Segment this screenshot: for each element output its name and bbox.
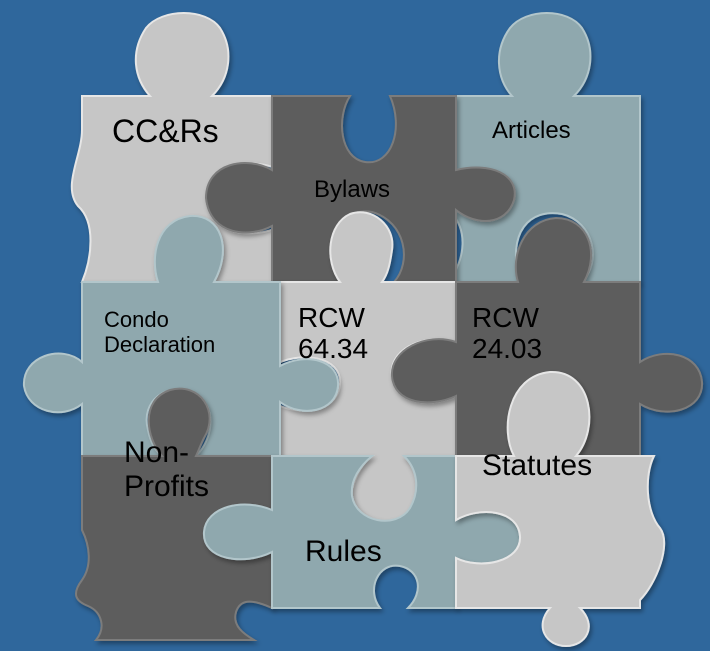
label-condo-declaration: Condo Declaration <box>104 307 216 357</box>
label-non-profits-line2: Profits <box>124 469 210 503</box>
label-rcw-6434-line1: RCW <box>298 302 365 333</box>
label-bylaws: Bylaws <box>314 176 391 203</box>
label-condo-line1: Condo <box>104 307 169 332</box>
label-non-profits: Non- Profits <box>124 436 209 503</box>
piece-condo-declaration <box>22 214 340 457</box>
label-ccrs: CC&Rs <box>112 113 219 149</box>
label-non-profits-line1: Non- <box>124 436 190 469</box>
label-rcw-6434-line2: 64.34 <box>298 333 369 365</box>
label-articles: Articles <box>492 117 571 144</box>
label-condo-line2: Declaration <box>104 331 216 357</box>
label-rcw-2403-line2: 24.03 <box>472 333 543 365</box>
label-rcw-2403: RCW 24.03 <box>472 302 542 365</box>
label-rcw-6434: RCW 64.34 <box>298 302 368 365</box>
piece-statutes <box>455 370 666 648</box>
label-statutes: Statutes <box>482 449 593 482</box>
label-rules: Rules <box>305 535 382 568</box>
label-rcw-2403-line1: RCW <box>472 302 539 333</box>
